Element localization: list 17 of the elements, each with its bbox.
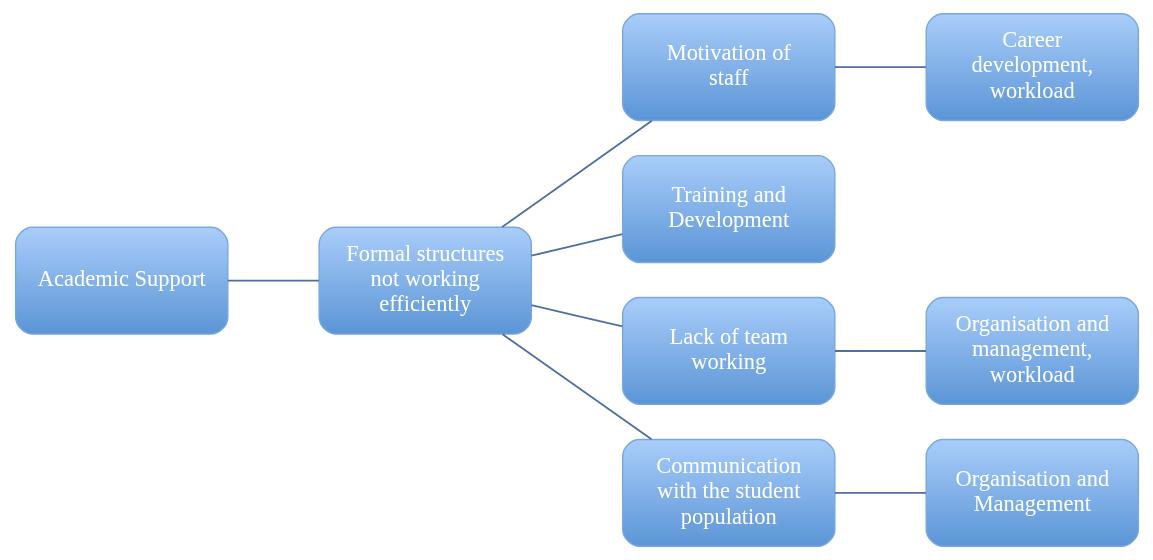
connector xyxy=(833,350,927,352)
node-box: Academic Support xyxy=(14,226,228,335)
node-box: Organisation and Management xyxy=(925,438,1139,547)
node-box: Organisation and management, workload xyxy=(925,296,1139,406)
connector xyxy=(226,279,320,282)
node-box: Motivation of staff xyxy=(621,13,836,122)
node-box: Lack of team working xyxy=(621,296,836,406)
connector xyxy=(530,233,623,257)
node-box: Career development, workload xyxy=(925,13,1139,122)
connector xyxy=(833,491,927,494)
connector xyxy=(833,66,927,69)
node-box: Communication with the student population xyxy=(621,438,836,547)
connector xyxy=(500,119,653,228)
connector xyxy=(501,333,652,441)
node-box: Formal structures not working efficiently xyxy=(317,226,532,335)
connector xyxy=(530,304,623,328)
node-box: Training and Development xyxy=(621,154,836,264)
